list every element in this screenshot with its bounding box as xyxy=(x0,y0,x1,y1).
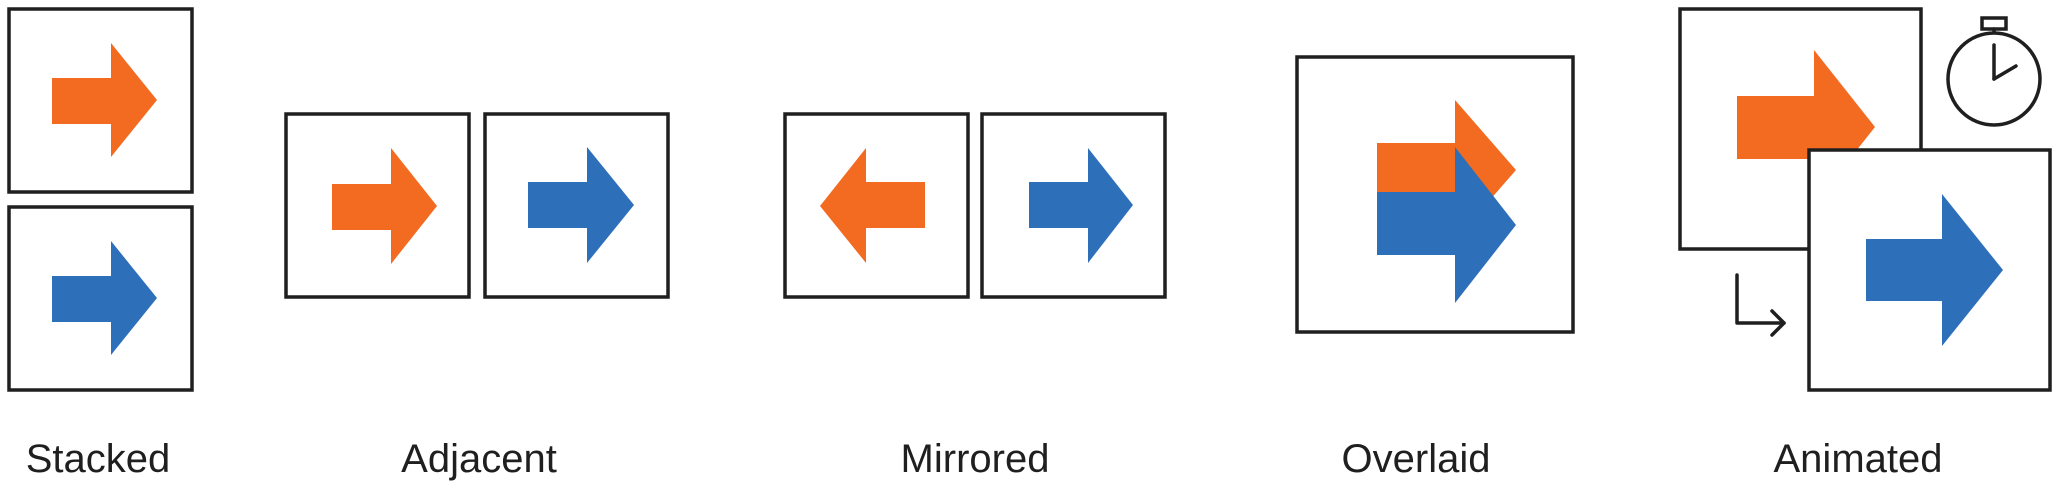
mirrored-panel xyxy=(783,112,1167,299)
overlaid-panel xyxy=(1295,55,1575,334)
adjacent-blue-arrow xyxy=(528,147,634,263)
adjacent-orange-arrow xyxy=(332,148,437,264)
adjacent-panel xyxy=(284,112,670,299)
stacked-top-frame xyxy=(7,7,194,194)
corner-down-right-arrow-icon xyxy=(1735,273,1786,337)
animated-panel xyxy=(1678,7,2052,392)
stacked-blue-arrow xyxy=(52,241,157,355)
stacked-panel xyxy=(7,7,194,392)
mirrored-left-frame xyxy=(783,112,970,299)
mirrored-orange-arrow xyxy=(820,148,925,263)
mirrored-right-frame xyxy=(980,112,1167,299)
label-animated: Animated xyxy=(1774,437,1943,481)
stopwatch-icon xyxy=(1946,16,2042,127)
mirrored-blue-arrow xyxy=(1029,148,1133,263)
adjacent-left-frame xyxy=(284,112,471,299)
label-stacked: Stacked xyxy=(26,437,171,481)
stacked-orange-arrow xyxy=(52,43,157,157)
overlaid-blue-arrow xyxy=(1377,147,1516,303)
label-overlaid: Overlaid xyxy=(1342,437,1491,481)
label-adjacent: Adjacent xyxy=(401,437,557,481)
stacked-bottom-frame xyxy=(7,205,194,392)
adjacent-right-frame xyxy=(483,112,670,299)
animated-blue-arrow xyxy=(1866,194,2003,346)
label-mirrored: Mirrored xyxy=(901,437,1050,481)
overlaid-frame xyxy=(1295,55,1575,334)
